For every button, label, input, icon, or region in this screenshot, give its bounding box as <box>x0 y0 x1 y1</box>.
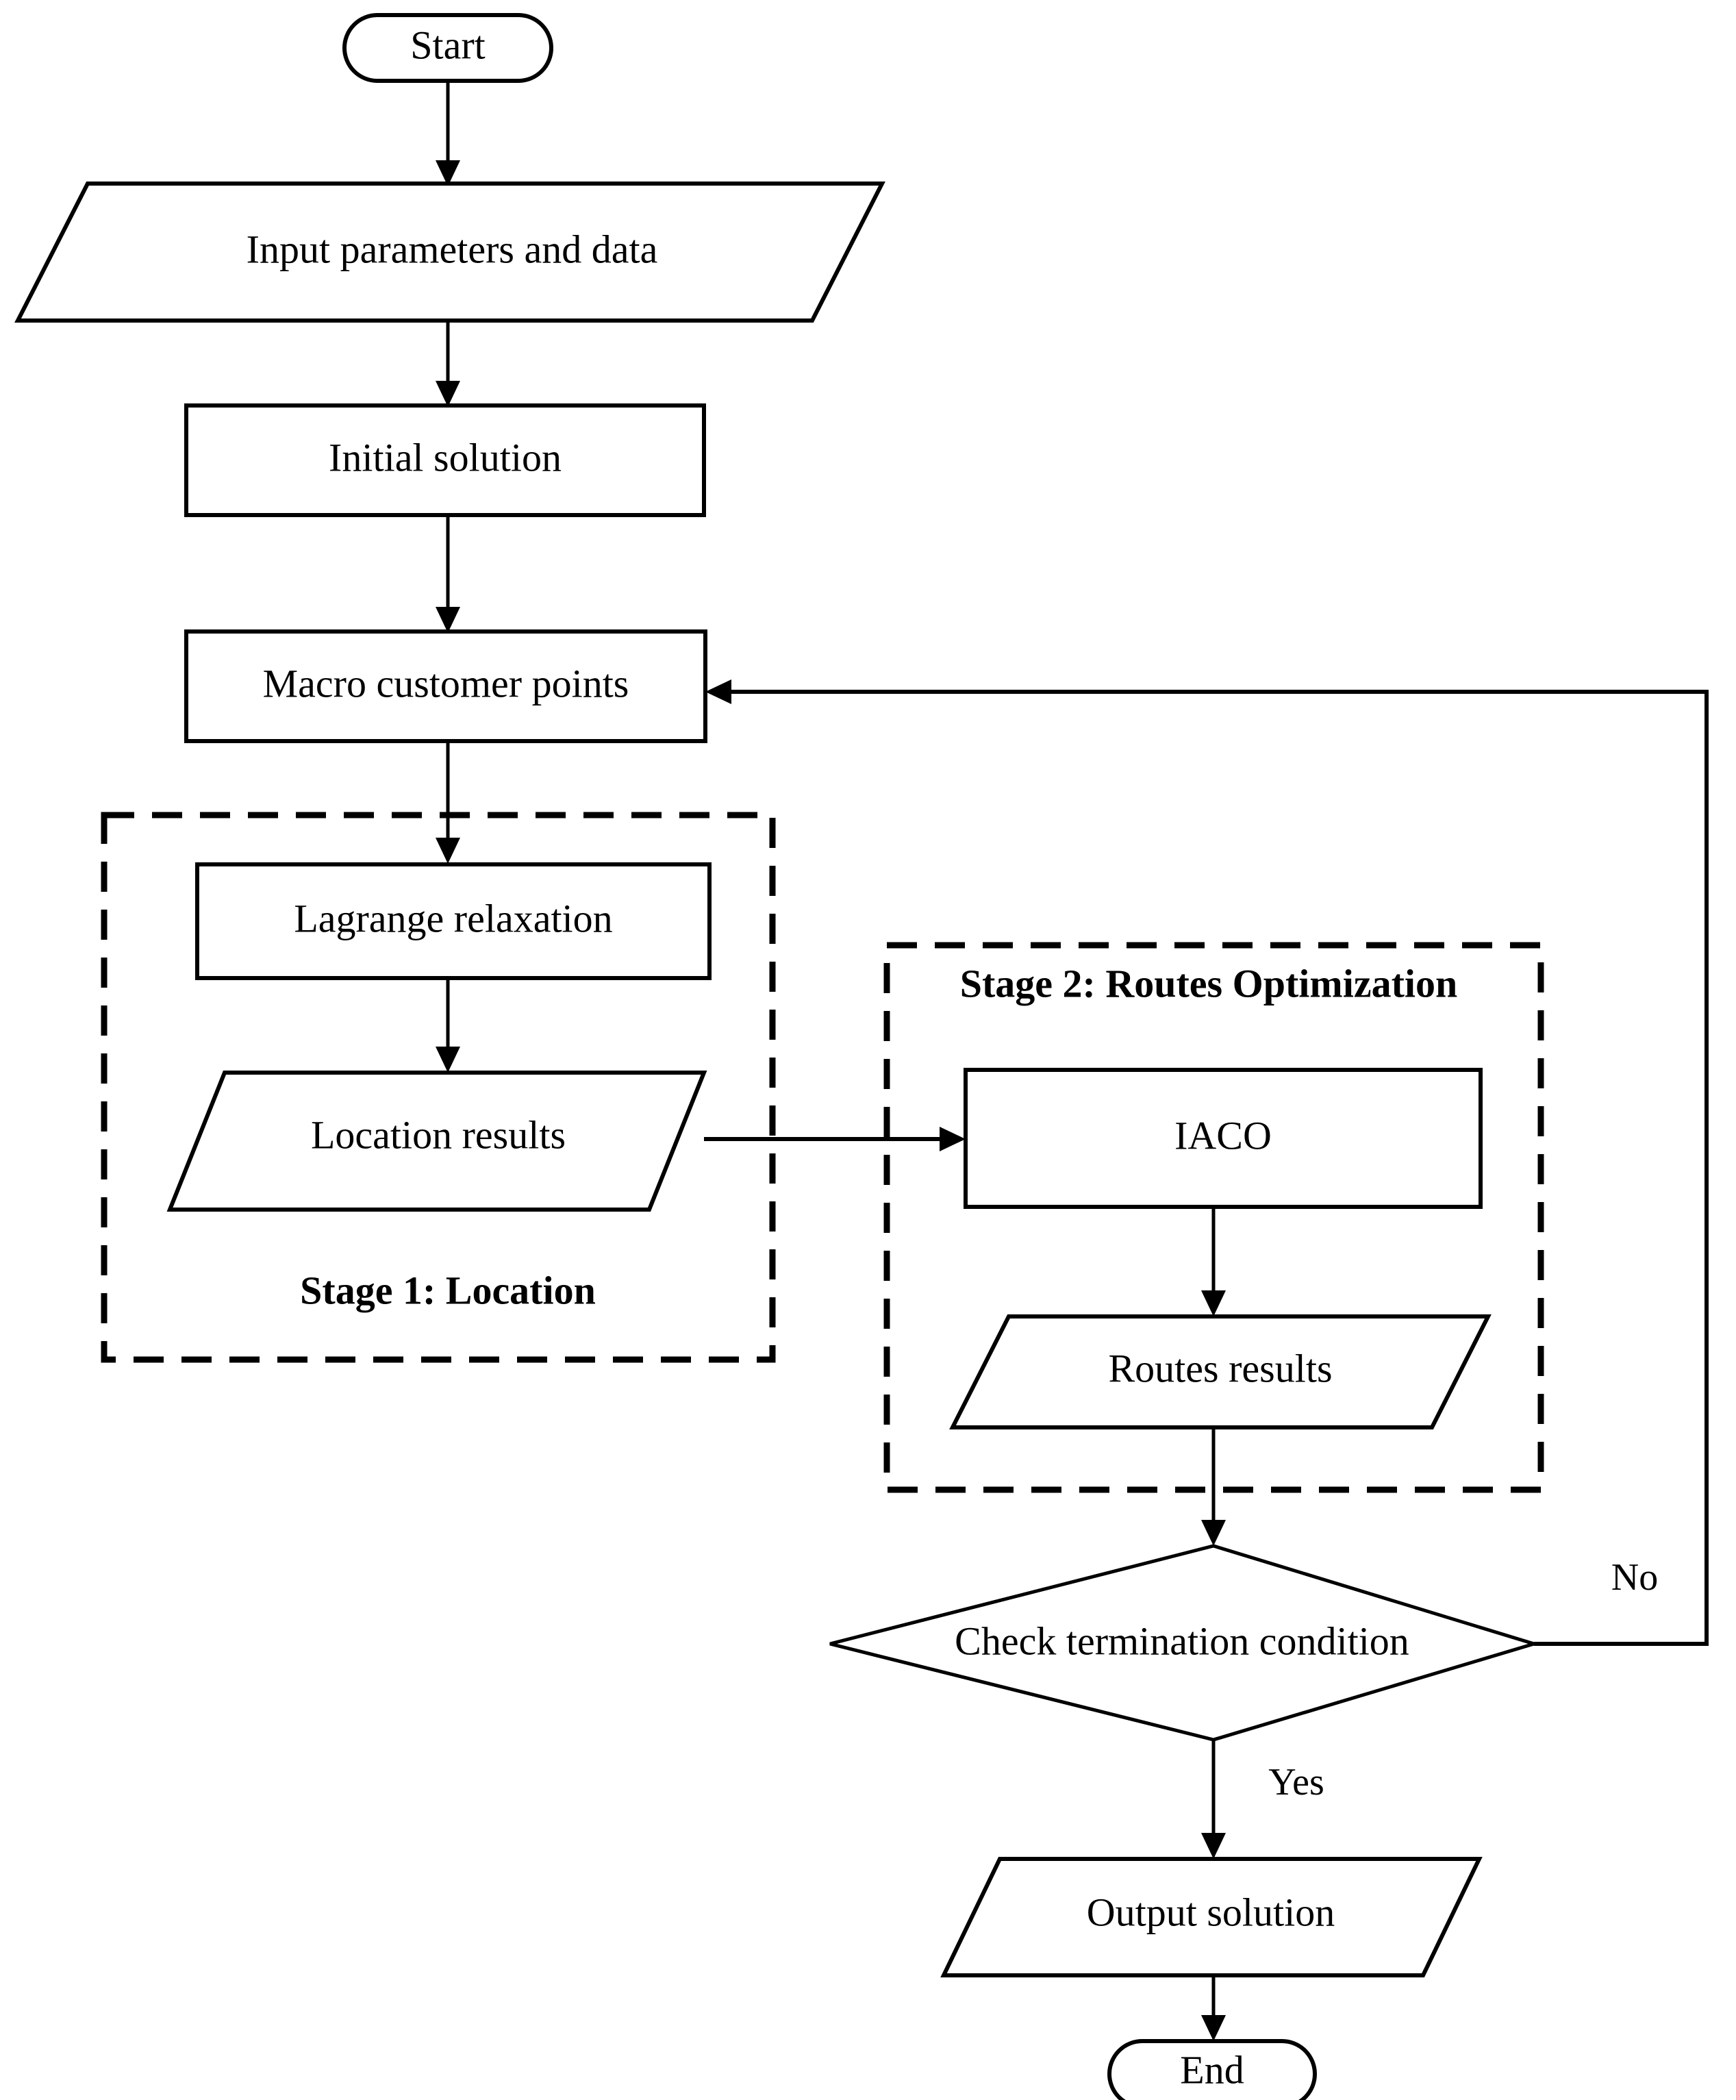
edge-lagrange-to-location-results <box>436 978 460 1073</box>
input-label: Input parameters and data <box>247 227 658 271</box>
start-terminator-shape <box>342 13 553 83</box>
stage-2-label: Stage 2: Routes Optimization <box>960 961 1458 1005</box>
iaco-label: IACO <box>1174 1113 1272 1158</box>
edge-initial-solution-to-macro-points <box>436 515 460 633</box>
node-lagrange-relaxation[interactable]: Lagrange relaxation <box>195 862 712 980</box>
node-iaco[interactable]: IACO <box>964 1068 1483 1209</box>
end-terminator-shape <box>1107 2039 1317 2100</box>
edge-check-termination-yes-to-output <box>1201 1740 1226 1859</box>
check-termination-diamond-shape <box>829 1544 1540 1742</box>
edge-label-no: No <box>1611 1556 1658 1599</box>
node-end[interactable]: End <box>1107 2039 1317 2100</box>
stage-2-group-box <box>883 942 1544 1493</box>
edge-macro-points-to-lagrange <box>436 741 460 864</box>
edge-input-to-initial-solution <box>436 321 460 407</box>
node-initial-solution[interactable]: Initial solution <box>184 403 706 517</box>
node-check-termination-condition[interactable]: Check termination condition <box>829 1544 1540 1742</box>
location-results-shape <box>166 1071 707 1212</box>
node-input-parameters[interactable]: Input parameters and data <box>14 182 885 323</box>
edge-label-yes: Yes <box>1268 1761 1324 1803</box>
iaco-shape <box>964 1068 1483 1209</box>
edge-location-results-to-iaco <box>704 1127 966 1151</box>
input-parallelogram-shape <box>14 182 885 323</box>
edge-start-to-input <box>436 80 460 186</box>
output-solution-label: Output solution <box>1087 1890 1335 1934</box>
initial-solution-label: Initial solution <box>329 435 562 479</box>
lagrange-relaxation-shape <box>195 862 712 980</box>
macro-customer-points-label: Macro customer points <box>263 661 629 705</box>
stage-1-label: Stage 1: Location <box>300 1268 596 1312</box>
edge-check-termination-no-feedback-loop <box>705 679 1709 1646</box>
end-label: End <box>1180 2047 1244 2092</box>
start-label: Start <box>410 23 486 67</box>
node-routes-results[interactable]: Routes results <box>949 1314 1492 1429</box>
node-output-solution[interactable]: Output solution <box>940 1857 1483 1977</box>
output-solution-shape <box>940 1857 1483 1977</box>
location-results-label: Location results <box>311 1112 566 1157</box>
macro-customer-points-shape <box>184 629 707 743</box>
node-location-results[interactable]: Location results <box>166 1071 707 1212</box>
node-macro-customer-points[interactable]: Macro customer points <box>184 629 707 743</box>
edge-iaco-to-routes-results <box>1201 1207 1226 1316</box>
stage-1-group-box <box>101 812 776 1363</box>
lagrange-relaxation-label: Lagrange relaxation <box>294 896 612 940</box>
routes-results-shape <box>949 1314 1492 1429</box>
check-termination-label: Check termination condition <box>955 1618 1409 1663</box>
edge-output-to-end <box>1201 1975 1226 2041</box>
initial-solution-shape <box>184 403 706 517</box>
node-start[interactable]: Start <box>342 13 553 83</box>
edge-routes-results-to-check-termination <box>1201 1427 1226 1546</box>
routes-results-label: Routes results <box>1108 1346 1332 1390</box>
